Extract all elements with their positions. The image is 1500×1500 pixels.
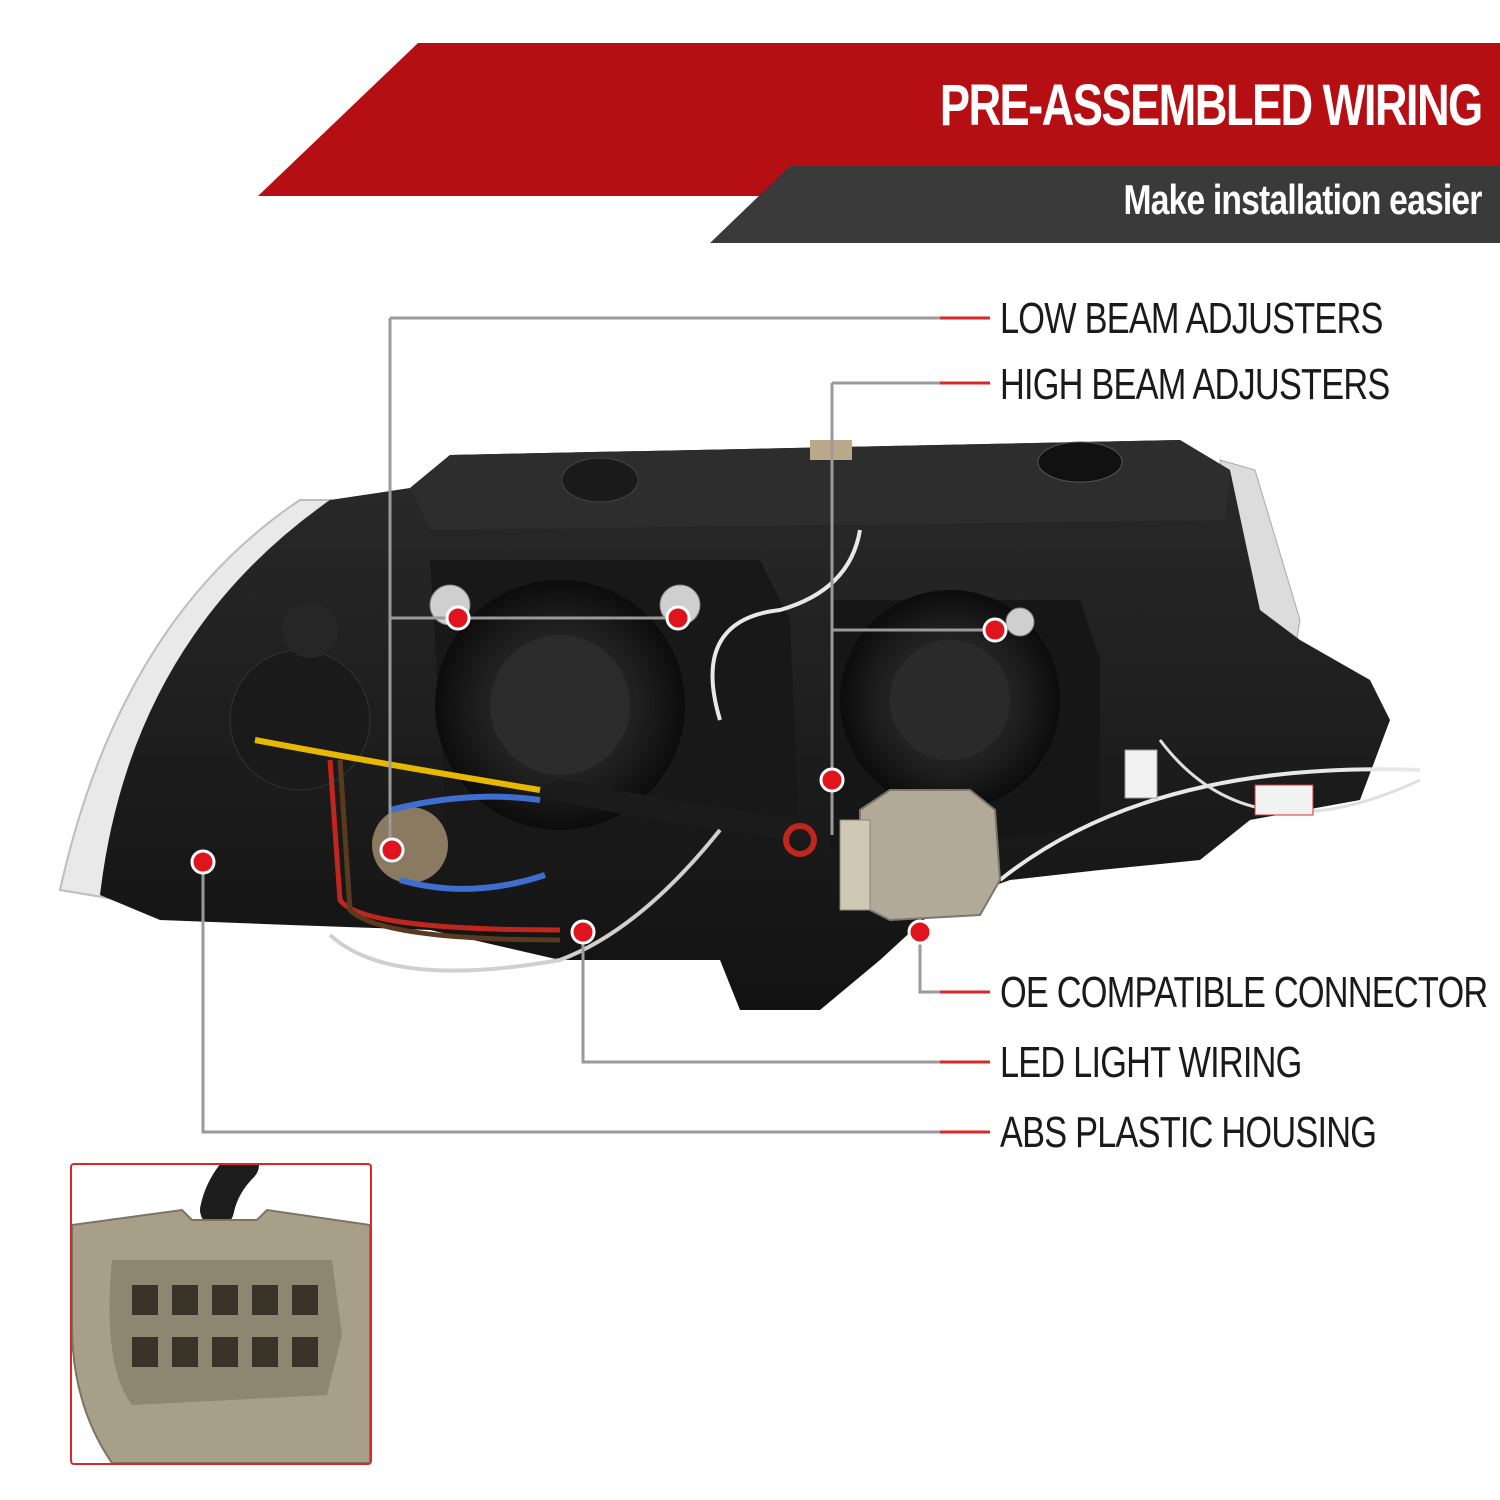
cable — [200, 1165, 259, 1227]
oe-connector — [859, 789, 1002, 922]
callout-line-high-beam — [830, 381, 995, 835]
connector-face — [109, 1260, 342, 1405]
side-bulb-socket — [229, 649, 371, 791]
marker-housing — [190, 849, 216, 875]
connector-closeup-photo — [72, 1165, 370, 1463]
wire-yellow — [254, 737, 541, 793]
wire-brown — [337, 759, 561, 943]
marker-high-beam-lower — [819, 767, 845, 793]
marker-led-wiring — [570, 919, 596, 945]
wire-red — [327, 759, 561, 933]
wire-grey — [328, 828, 722, 973]
high-beam-adjuster — [1005, 607, 1035, 637]
wire-blue — [389, 793, 546, 892]
mount-hole — [561, 457, 639, 503]
high-beam-cap-center — [890, 640, 1010, 760]
callout-led-light-wiring: LED LIGHT WIRING — [1000, 1038, 1302, 1087]
low-beam-cap-center — [490, 635, 630, 775]
wire-loom — [549, 779, 811, 841]
callout-lines — [201, 316, 995, 1134]
mount-hole — [1037, 441, 1123, 483]
red-tie — [783, 823, 817, 857]
callout-line-housing — [201, 862, 940, 1134]
subtitle-banner-dark — [710, 166, 1500, 243]
callout-oe-compatible-connector: OE COMPATIBLE CONNECTOR — [1000, 968, 1488, 1017]
callout-markers — [190, 605, 1008, 945]
qc-tag — [1254, 784, 1314, 816]
callout-line-connector — [918, 932, 940, 994]
marker-turn-signal — [379, 837, 405, 863]
connector-label — [839, 819, 871, 911]
page-title: PRE-ASSEMBLED WIRING — [940, 73, 1483, 138]
wire-label-tag — [1124, 749, 1158, 799]
callout-line-low-beam — [388, 316, 940, 850]
wire-white — [710, 529, 862, 721]
marker-low-beam-left — [445, 605, 471, 631]
housing-boss — [282, 602, 338, 658]
callout-high-beam-adjusters: HIGH BEAM ADJUSTERS — [1000, 360, 1390, 409]
callout-abs-plastic-housing: ABS PLASTIC HOUSING — [1000, 1108, 1377, 1157]
callout-accents — [940, 316, 990, 1134]
connector-pins — [132, 1285, 318, 1367]
marker-connector — [907, 919, 933, 945]
wire-white-right — [998, 767, 1421, 882]
callout-line-led — [581, 932, 940, 1064]
marker-low-beam-right — [665, 605, 691, 631]
callout-low-beam-adjusters: LOW BEAM ADJUSTERS — [1000, 294, 1383, 343]
marker-high-beam — [982, 617, 1008, 643]
connector-closeup — [70, 1163, 372, 1465]
page-subtitle: Make installation easier — [1123, 176, 1483, 223]
title-banner-red — [258, 43, 1500, 196]
